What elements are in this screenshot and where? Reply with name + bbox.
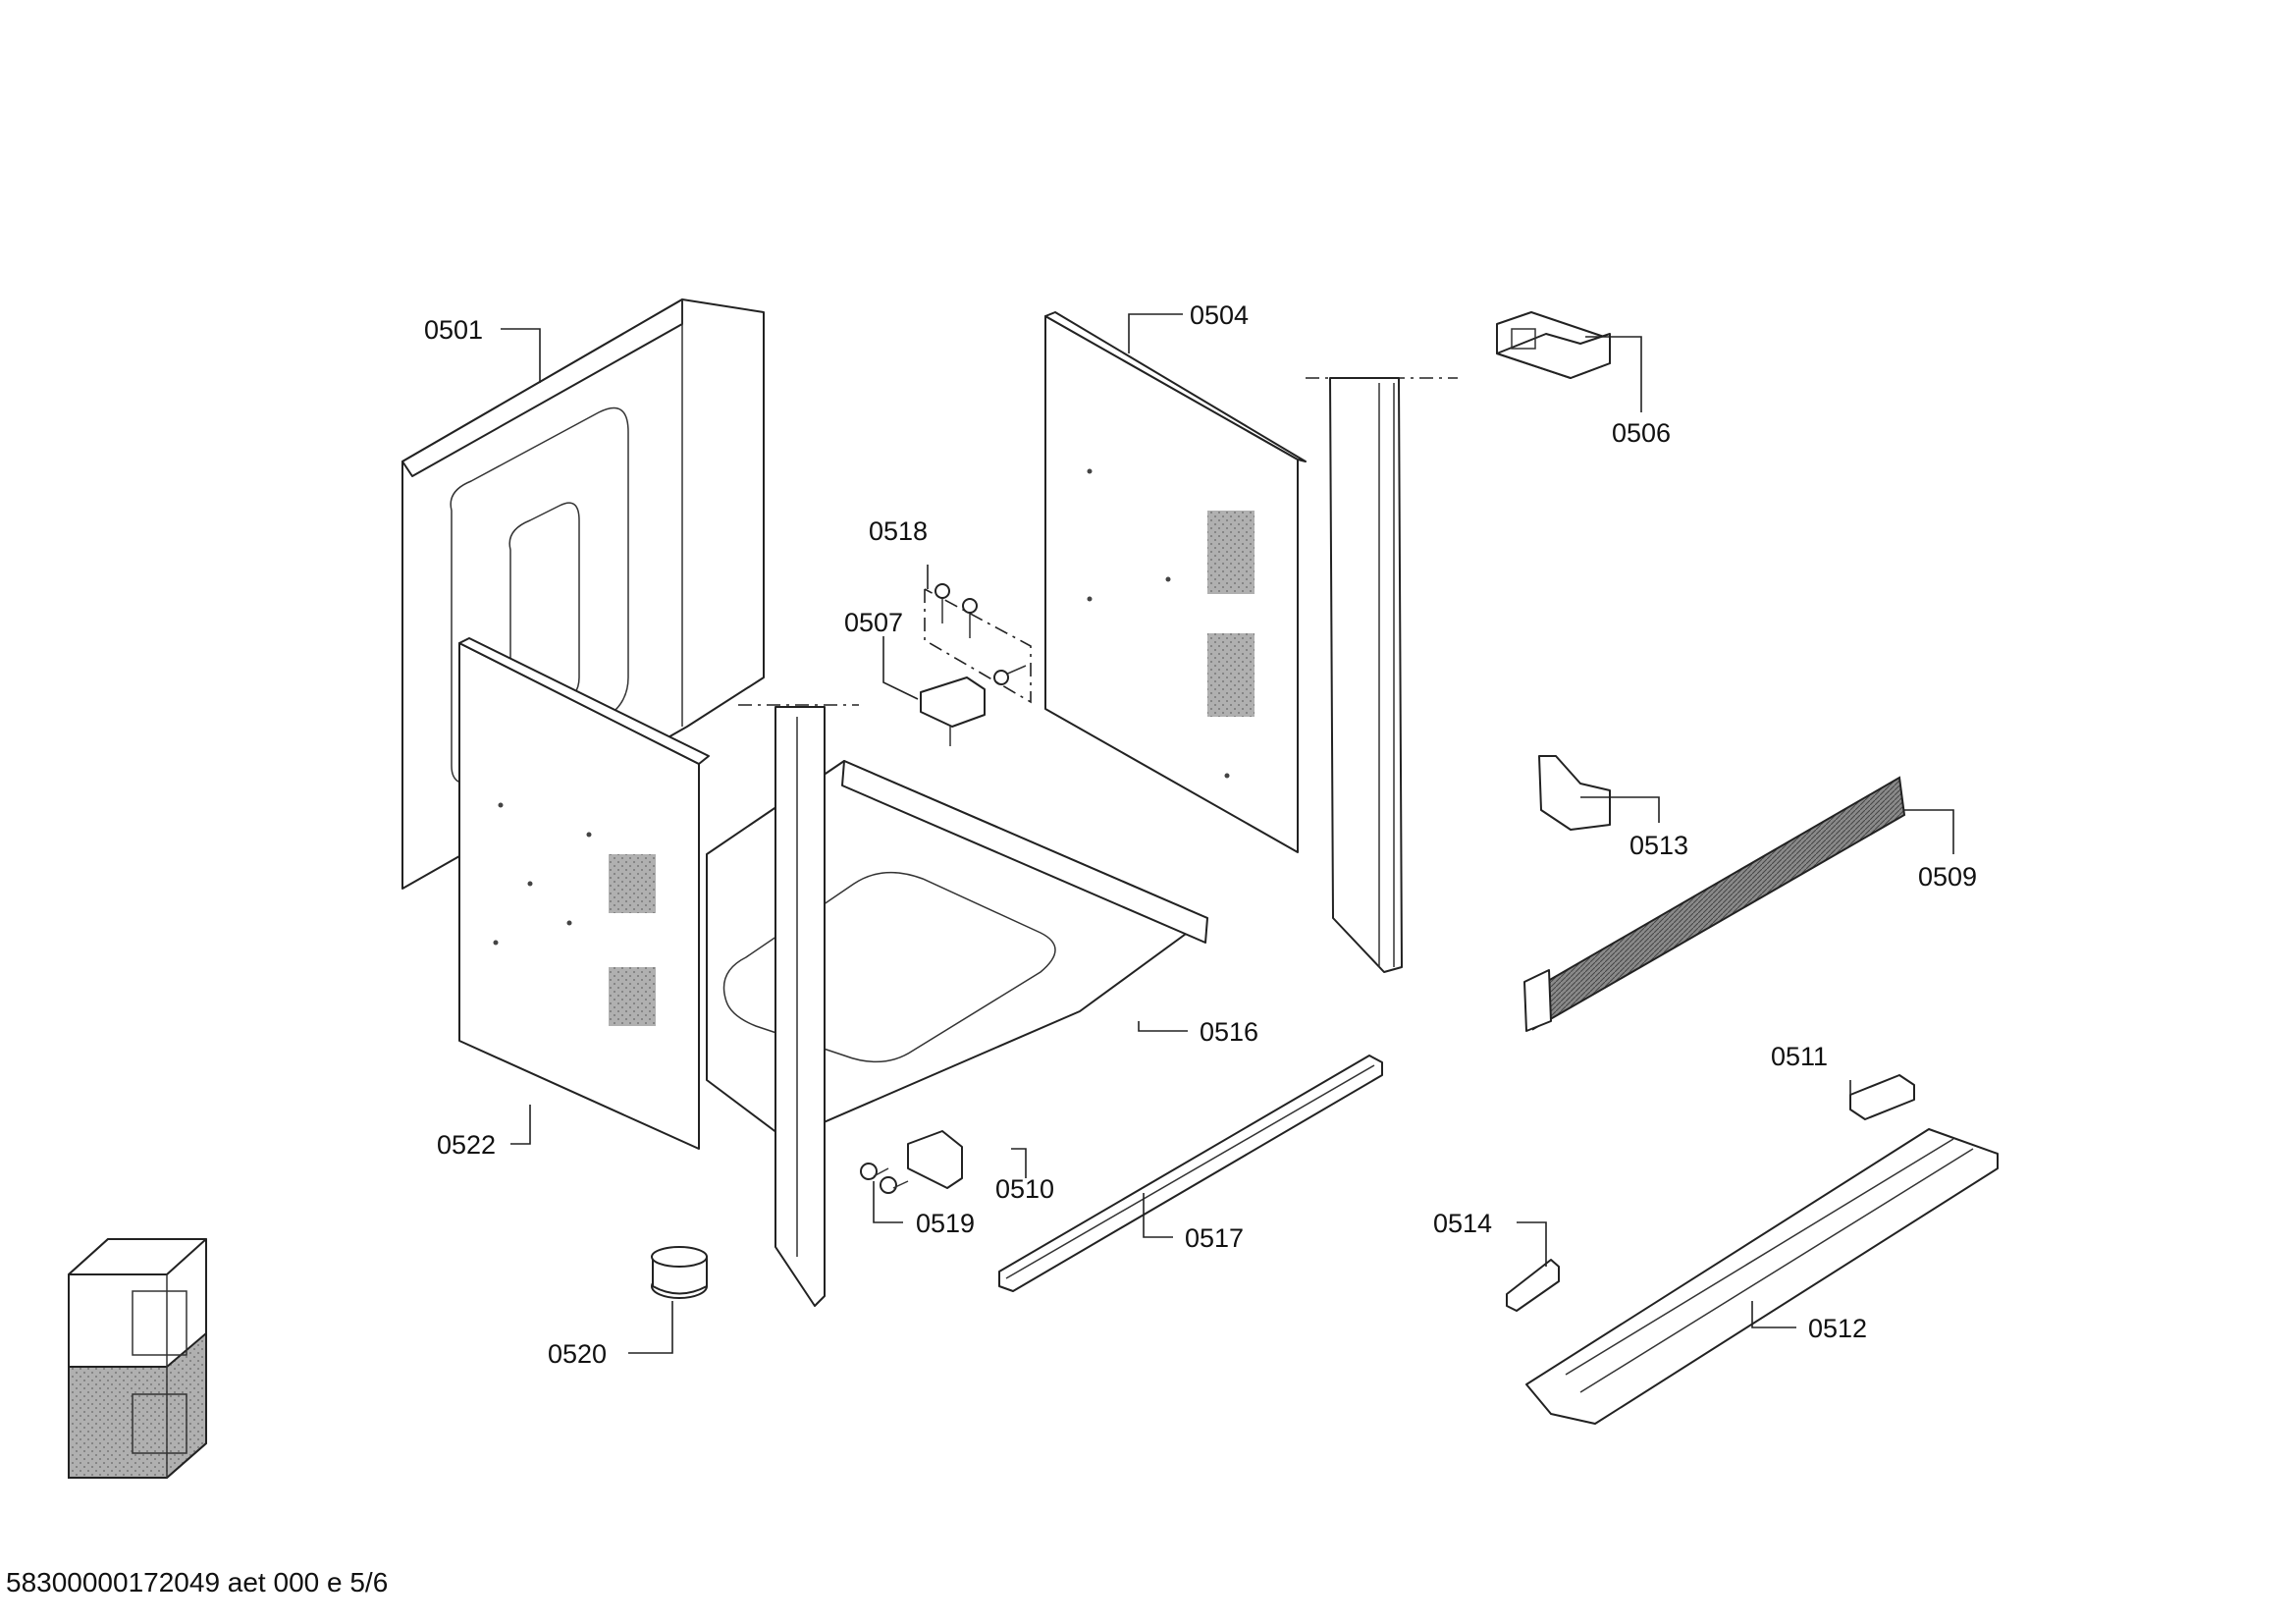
label-0514: 0514: [1433, 1209, 1492, 1238]
part-0504-side-panel: [1044, 311, 1307, 853]
part-0516-bottom-tray: [706, 760, 1208, 1140]
document-code: 58300000172049 aet 000 e 5/6: [6, 1567, 389, 1597]
part-0518-screws: [924, 583, 1032, 704]
label-0511: 0511: [1771, 1042, 1828, 1071]
label-0509: 0509: [1918, 862, 1977, 892]
label-0504: 0504: [1190, 300, 1249, 330]
part-0514-clip: [1506, 1259, 1560, 1312]
label-0520: 0520: [548, 1339, 607, 1369]
label-0506: 0506: [1612, 418, 1671, 448]
label-0516: 0516: [1200, 1017, 1258, 1047]
label-0517: 0517: [1185, 1223, 1244, 1253]
part-0512-rail: [1525, 1128, 1999, 1425]
part-0519-screws: [860, 1163, 909, 1194]
part-0509-mesh-strip: [1523, 776, 1906, 1032]
part-0506-module: [1496, 311, 1611, 379]
label-0510: 0510: [995, 1174, 1054, 1204]
leader-lines: [501, 313, 1954, 1354]
label-0507: 0507: [844, 608, 903, 637]
label-0518: 0518: [869, 516, 928, 546]
vent-holes: [1207, 511, 1255, 594]
label-0501: 0501: [424, 315, 483, 345]
part-0517-strip: [998, 1055, 1383, 1292]
part-0522-side-panel: [458, 637, 710, 1150]
vent-holes-upper: [609, 854, 656, 1026]
part-0510-bracket: [907, 1130, 963, 1189]
vent-holes: [1207, 633, 1255, 717]
front-left-rail: [738, 704, 859, 1307]
part-0511-clip: [1849, 1074, 1915, 1120]
rear-right-rail: [1306, 377, 1458, 973]
part-0513-bracket: [1538, 755, 1611, 831]
part-0507-bracket: [920, 677, 986, 746]
label-0522: 0522: [437, 1130, 496, 1160]
part-labels: 0501 0504 0506 0518 0507 0513 0509 0516 …: [424, 300, 1977, 1369]
part-0520-foot: [651, 1246, 708, 1299]
label-0513: 0513: [1629, 831, 1688, 860]
label-0519: 0519: [916, 1209, 975, 1238]
appliance-locator-icon: [68, 1238, 207, 1479]
label-0512: 0512: [1808, 1314, 1867, 1343]
